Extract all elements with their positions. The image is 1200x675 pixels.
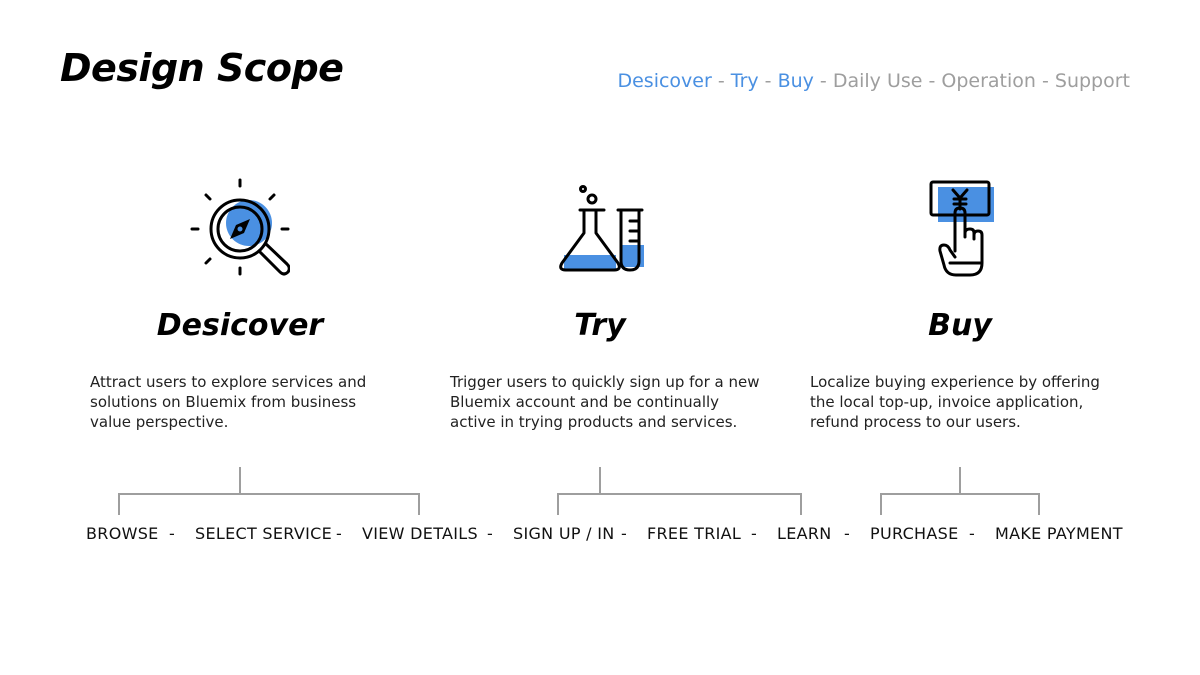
step-select-service: SELECT SERVICE bbox=[195, 524, 332, 543]
step-sign-up-in: SIGN UP / IN bbox=[513, 524, 615, 543]
journey-separator: - bbox=[922, 70, 942, 92]
magnifier-compass-icon bbox=[190, 178, 290, 276]
lab-flask-icon bbox=[559, 185, 644, 272]
discover-bracket bbox=[118, 467, 420, 515]
journey-separator: - bbox=[1035, 70, 1055, 92]
journey-breadcrumb: Desicover - Try - Buy - Daily Use - Oper… bbox=[617, 70, 1130, 92]
step-browse: BROWSE bbox=[86, 524, 159, 543]
journey-step-buy: Buy bbox=[777, 70, 814, 92]
step-separator: - bbox=[487, 524, 494, 543]
step-view-details: VIEW DETAILS bbox=[362, 524, 478, 543]
journey-step-daily-use: Daily Use bbox=[832, 70, 923, 92]
step-separator: - bbox=[751, 524, 758, 543]
step-separator: - bbox=[621, 524, 628, 543]
journey-separator: - bbox=[813, 70, 833, 92]
step-make-payment: MAKE PAYMENT bbox=[995, 524, 1123, 543]
try-description: Trigger users to quickly sign up for a n… bbox=[450, 373, 760, 431]
step-flow: BROWSE - SELECT SERVICE - VIEW DETAILS -… bbox=[0, 524, 1200, 548]
buy-bracket bbox=[880, 467, 1040, 515]
journey-separator: - bbox=[758, 70, 778, 92]
bracket-connectors bbox=[118, 467, 1040, 515]
step-purchase: PURCHASE bbox=[870, 524, 959, 543]
step-learn: LEARN bbox=[777, 524, 832, 543]
journey-step-discover: Desicover bbox=[617, 70, 712, 92]
journey-step-support: Support bbox=[1054, 70, 1130, 92]
step-separator: - bbox=[169, 524, 176, 543]
discover-heading: Desicover bbox=[156, 308, 324, 343]
buy-heading: Buy bbox=[928, 308, 992, 343]
step-separator: - bbox=[969, 524, 976, 543]
buy-description: Localize buying experience by offering t… bbox=[810, 373, 1100, 431]
try-heading: Try bbox=[574, 308, 626, 343]
try-bracket bbox=[557, 467, 802, 515]
journey-step-operation: Operation bbox=[941, 70, 1036, 92]
tap-yen-button-icon bbox=[929, 180, 994, 277]
step-separator: - bbox=[844, 524, 851, 543]
journey-step-try: Try bbox=[730, 70, 759, 92]
step-separator: - bbox=[336, 524, 343, 543]
discover-description: Attract users to explore services and so… bbox=[90, 373, 367, 431]
page-title: Design Scope bbox=[60, 46, 344, 90]
journey-separator: - bbox=[711, 70, 731, 92]
step-free-trial: FREE TRIAL bbox=[647, 524, 742, 543]
